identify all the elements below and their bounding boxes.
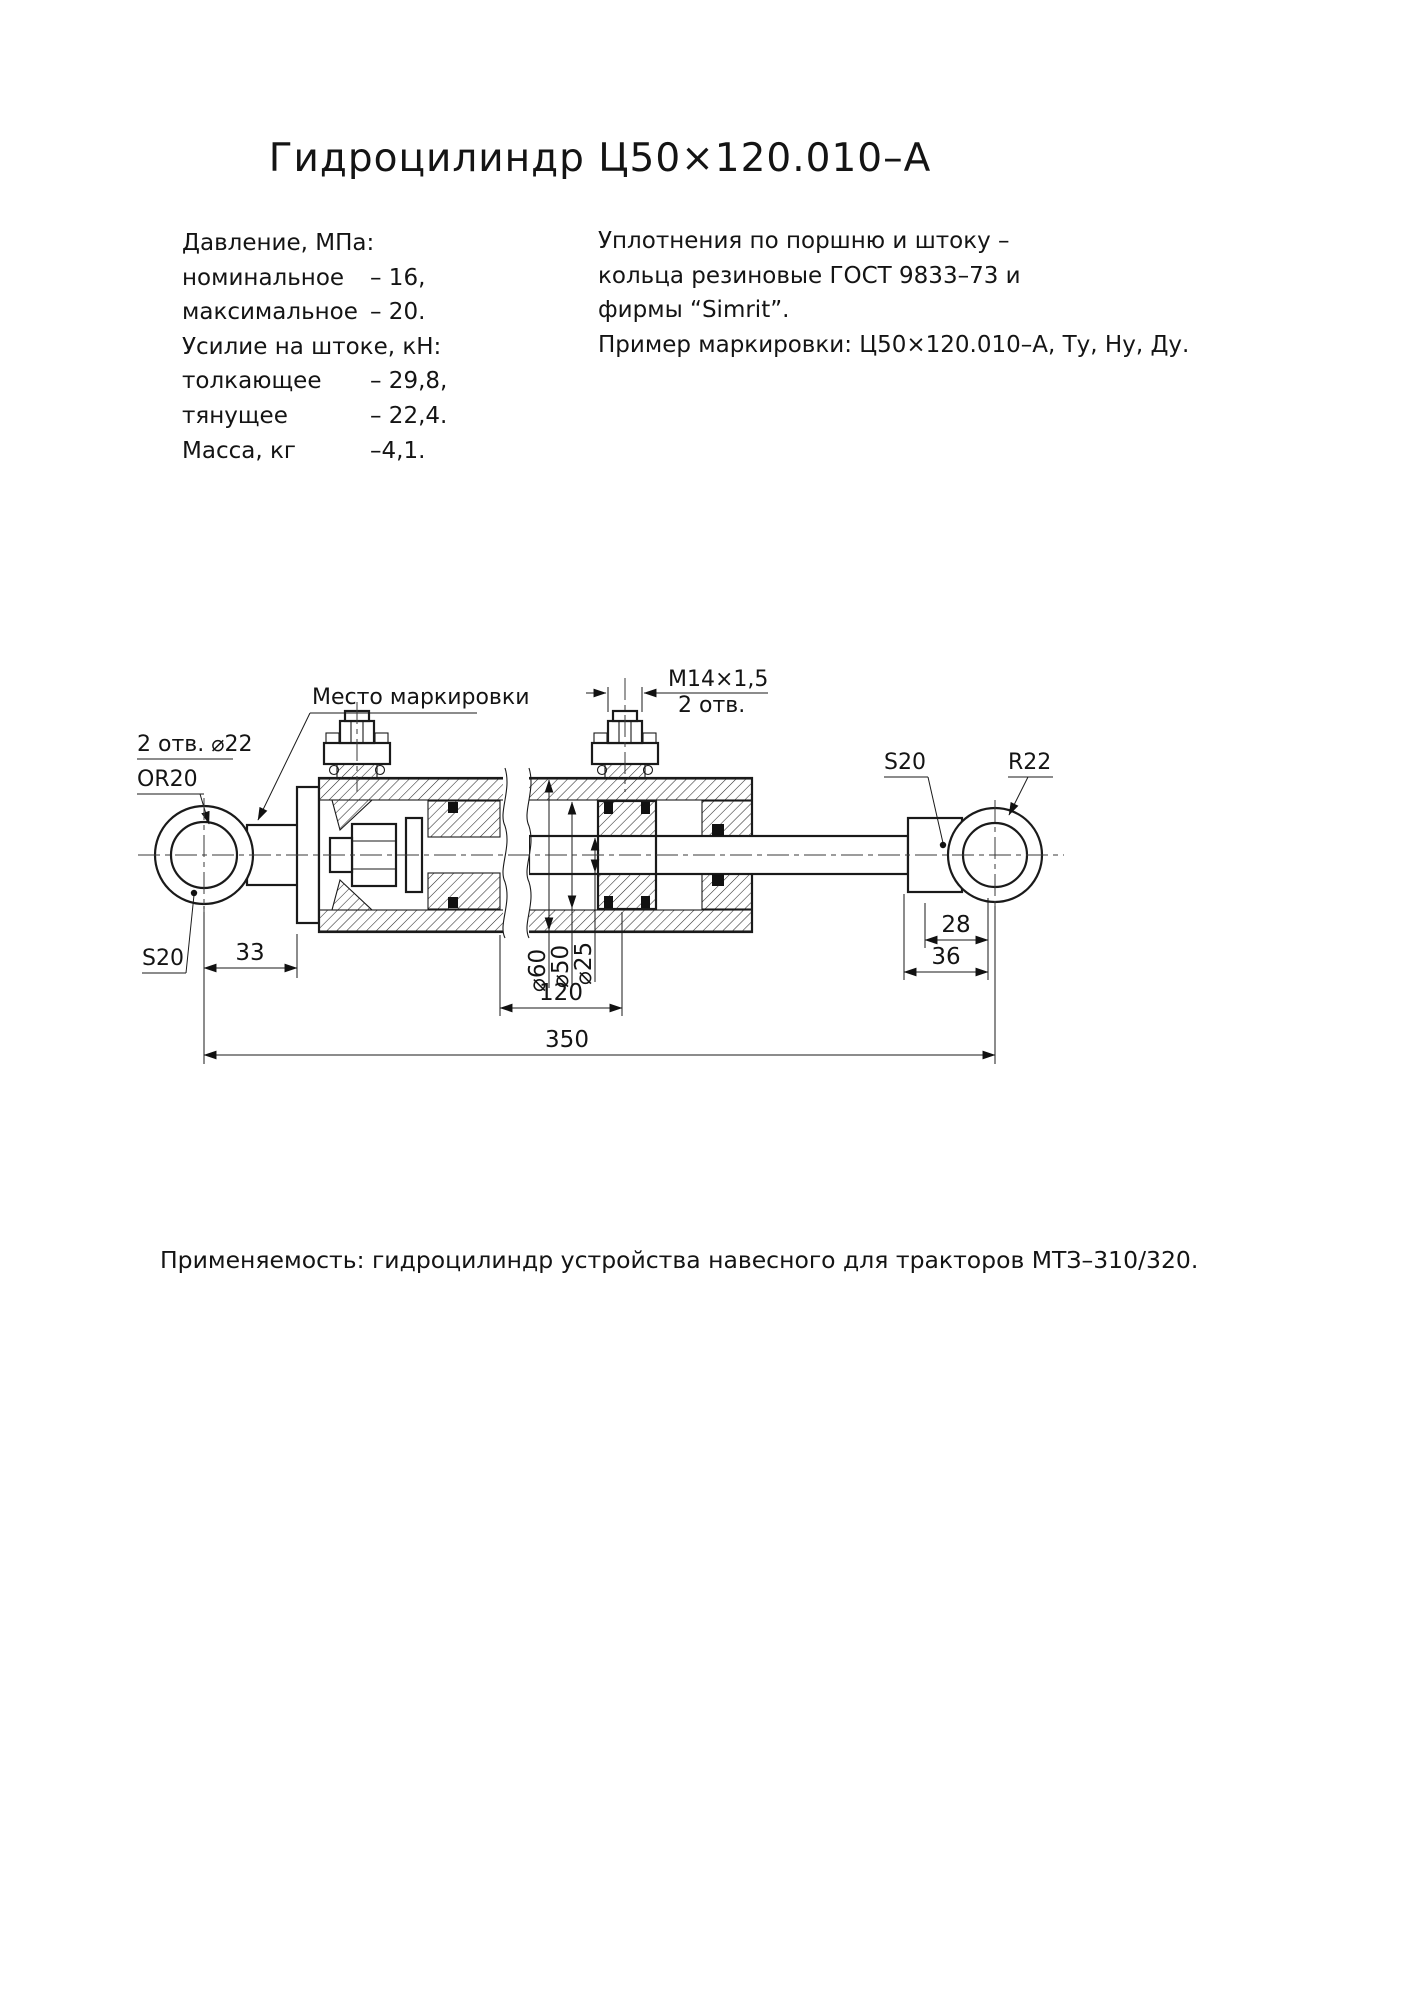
label-oring: OR20 (137, 767, 198, 792)
rod-seal (712, 874, 724, 886)
spec-label: толкающее (182, 368, 322, 395)
break-gap (503, 765, 529, 943)
bolt-circle (328, 764, 340, 776)
dimensions: 33 350 120 28 36 ⌀60 ⌀50 (137, 667, 1053, 1064)
label-thread: М14×1,5 (668, 667, 768, 692)
gland-hatch (701, 873, 753, 910)
rod-seal (712, 824, 724, 836)
label-s20-left: S20 (142, 946, 184, 971)
seal-pack (427, 800, 501, 838)
wall-hatch (526, 778, 753, 801)
label-thread-qty: 2 отв. (678, 693, 745, 718)
label-marking-place: Место маркировки (312, 685, 530, 710)
spec-value: – 16, (370, 264, 426, 291)
section-break (502, 765, 532, 943)
leader-dot (190, 889, 198, 897)
dim-33: 33 (235, 940, 264, 966)
centerlines (138, 678, 1064, 912)
gland-hatch (701, 800, 753, 837)
piston-seal (641, 896, 650, 908)
piston-seal (641, 802, 650, 814)
bolt-head (593, 732, 608, 744)
bolt-head (325, 732, 340, 744)
spec-label: номинальное (182, 264, 345, 291)
spec-value: – 22,4. (370, 402, 448, 429)
seal-ring (448, 897, 458, 908)
dim-28: 28 (941, 912, 970, 938)
bolt-circle (374, 764, 386, 776)
cover-section (331, 878, 374, 911)
note-line: кольца резиновые ГОСТ 9833–73 и (598, 262, 1021, 289)
seal-pack (427, 872, 501, 910)
dim-36: 36 (931, 944, 960, 970)
dim-dia50: ⌀50 (548, 945, 574, 988)
spec-label: максимальное (182, 299, 358, 326)
leader-line (185, 894, 195, 974)
wall-hatch (318, 778, 506, 801)
wall-hatch (526, 909, 753, 932)
bolt-circle (596, 764, 608, 776)
dim-350: 350 (545, 1027, 589, 1053)
spec-table: Давление, МПа: номинальное – 16, максима… (182, 226, 447, 468)
leader-line (1008, 776, 1029, 816)
note-line: Уплотнения по поршню и штоку – (598, 228, 1010, 254)
application-note: Применяемость: гидроцилиндр устройства н… (160, 1246, 1199, 1274)
dim-dia25: ⌀25 (571, 942, 597, 985)
note-line: фирмы “Simrit”. (598, 297, 790, 324)
piston-seal (604, 896, 613, 908)
leader-line (927, 776, 944, 844)
label-s20-right: S20 (884, 750, 926, 775)
spec-value: – 29,8, (370, 368, 448, 395)
spec-label: Масса, кг (182, 437, 296, 464)
break-line (502, 767, 508, 939)
spec-value: – 20. (370, 299, 426, 326)
spec-label: тянущее (182, 402, 288, 429)
leader-line (257, 712, 311, 821)
piston-seal (604, 802, 613, 814)
dim-dia60: ⌀60 (525, 949, 551, 992)
label-holes: 2 отв. ⌀22 (137, 732, 252, 757)
bolt-head (374, 732, 389, 744)
piston (596, 799, 658, 911)
spec-value: –4,1. (370, 437, 426, 464)
break-line (526, 767, 532, 939)
rod-gland (701, 800, 753, 910)
wall-hatch (318, 909, 506, 932)
bolt-circle (642, 764, 654, 776)
label-r22: R22 (1008, 750, 1051, 775)
spec-label: Давление, МПа: (182, 230, 375, 256)
dim-120: 120 (539, 980, 583, 1006)
bolt-head (642, 732, 657, 744)
page-title: Гидроцилиндр Ц50×120.010–А (268, 136, 932, 181)
cover-section (331, 799, 374, 832)
seal-ring (448, 802, 458, 813)
leader-dot (939, 841, 947, 849)
